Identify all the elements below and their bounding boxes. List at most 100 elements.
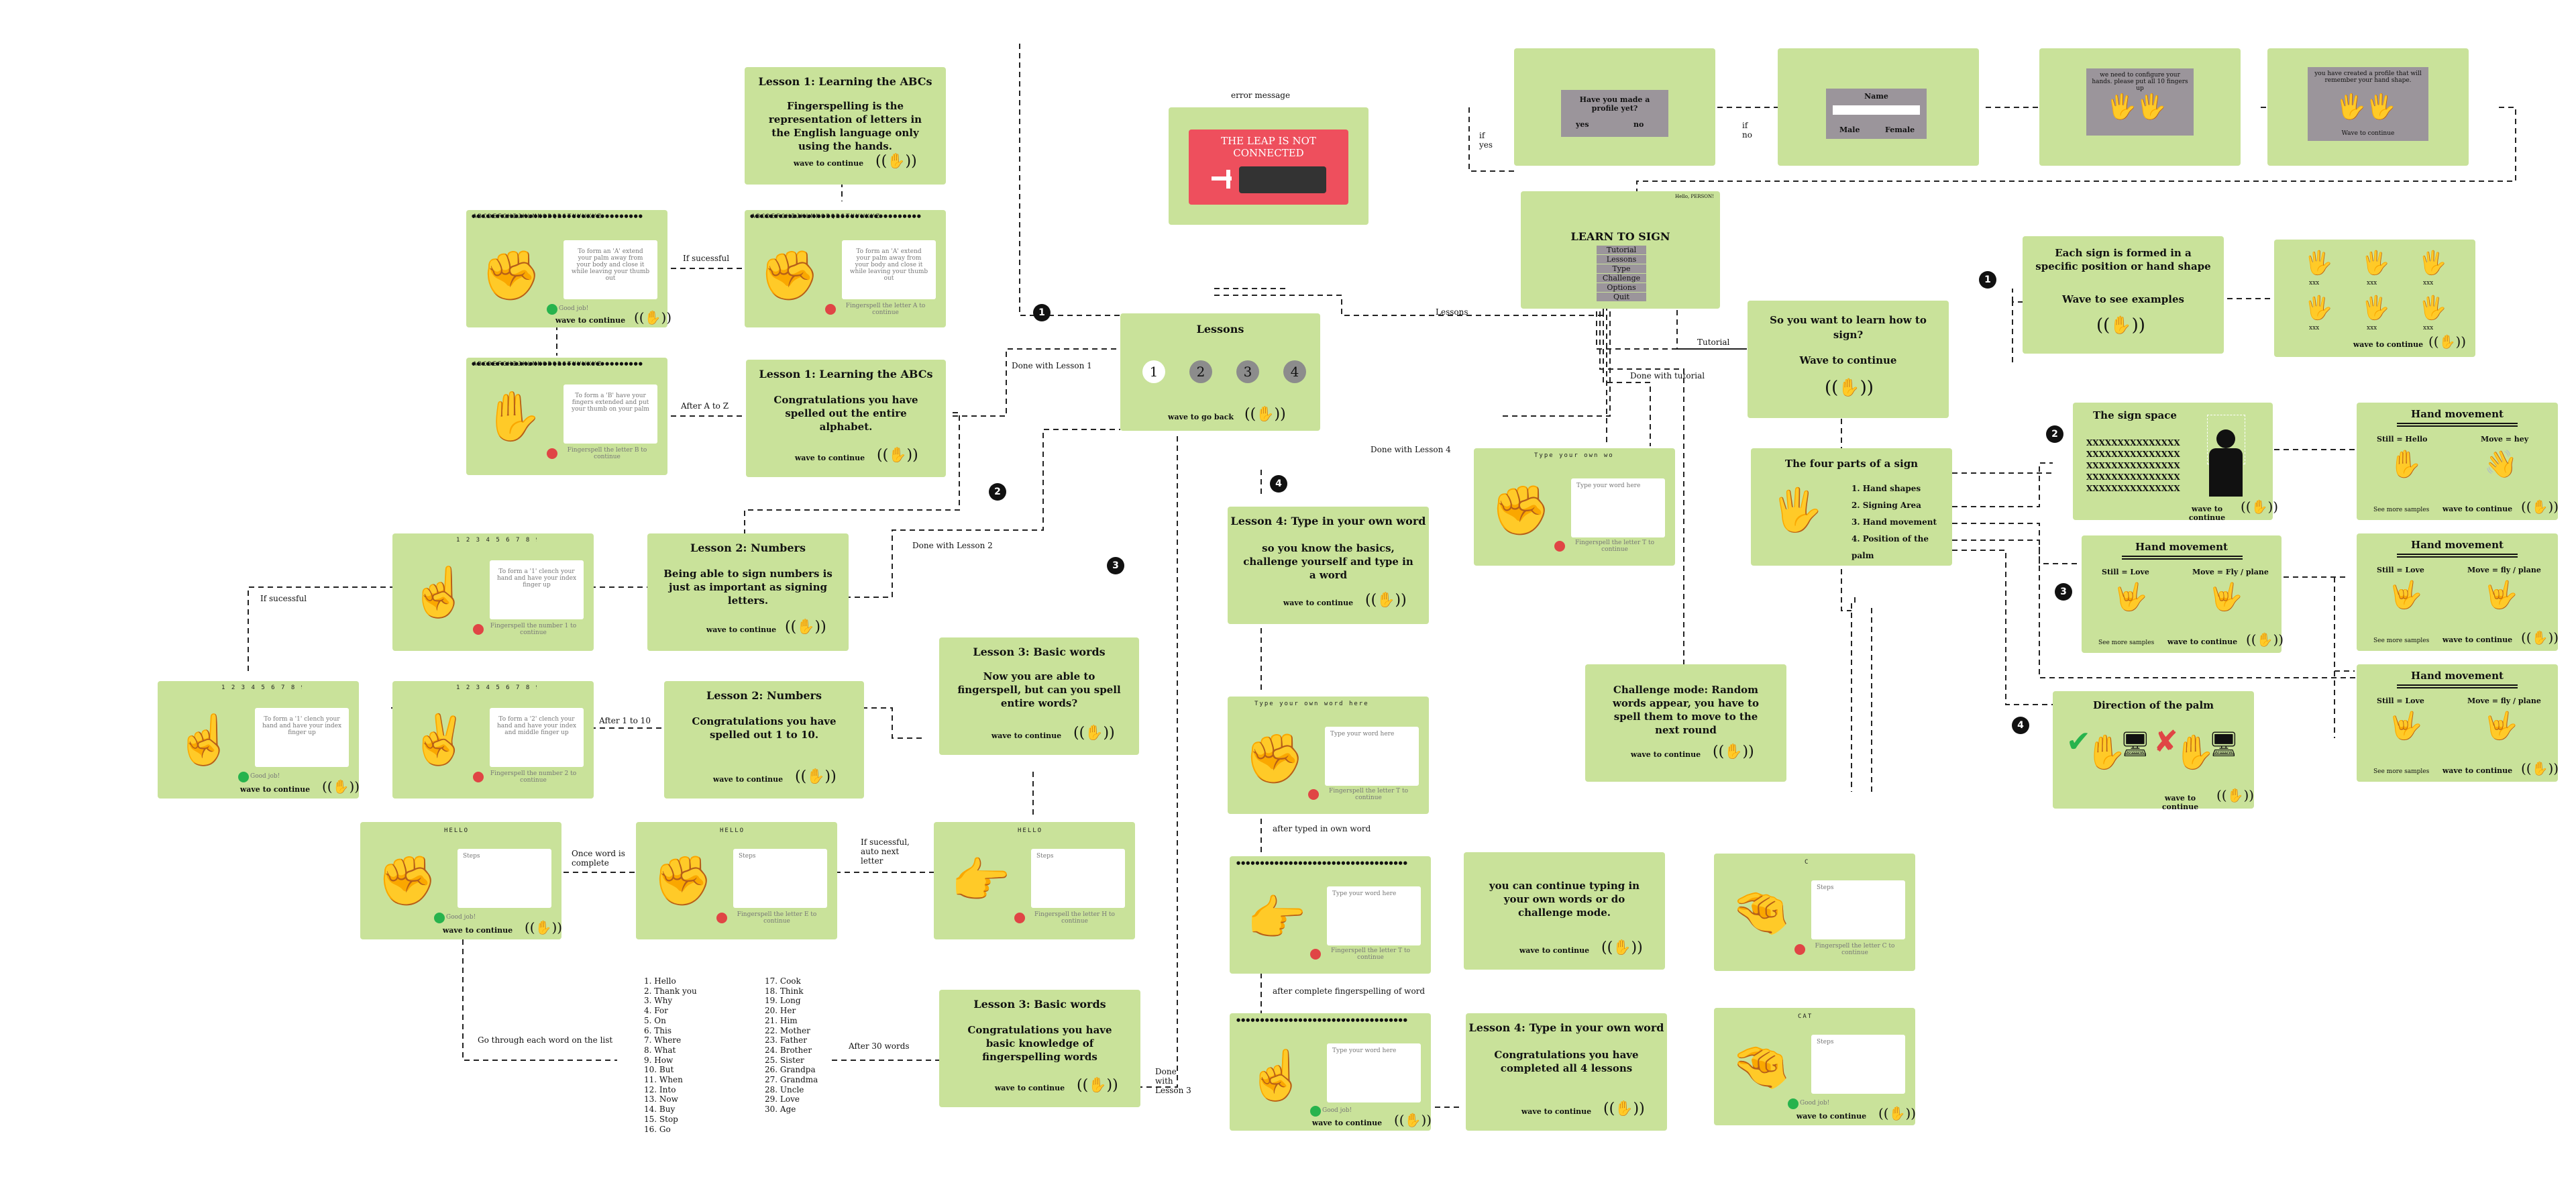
wave-hand-icon: ((✋)) <box>322 778 360 794</box>
card-practice-a: ABCDEFGHIJKLMNOPQRSTUVWXYZ ●●●●●●●●●●●●●… <box>745 210 946 327</box>
error-title: THE LEAP IS NOT CONNECTED <box>1221 135 1316 159</box>
card-body: Congratulations you have completed all 4… <box>1494 1049 1639 1074</box>
wave-prompt: wave to continue <box>712 775 784 784</box>
card-title: Lesson 1: Learning the ABCs <box>759 368 933 380</box>
love-sign-icon: 🤟 <box>2389 711 2422 741</box>
error-indicator <box>473 772 484 782</box>
example-hand-icon: 🖐 <box>2304 295 2333 321</box>
success-indicator <box>434 913 445 923</box>
good-job-text: Good job! <box>250 773 280 780</box>
wave-prompt: wave to continue <box>2161 794 2199 811</box>
wave-hand-icon: ((✋)) <box>2521 629 2559 646</box>
label-tutorial: Tutorial <box>1697 338 1730 347</box>
card-type-word-2: ●●●●●●●●●●●●●●●●●●●●●●●●●●●●●●●●●●●● 👉 T… <box>1230 856 1431 974</box>
error-indicator <box>1554 541 1565 552</box>
hand-h-icon: 👉 <box>951 852 1011 909</box>
error-panel: THE LEAP IS NOT CONNECTED <box>1189 130 1348 205</box>
wave-hand-icon: ((✋)) <box>1878 1105 1917 1121</box>
see-more-samples[interactable]: See more samples <box>2373 768 2430 775</box>
part-signing-area: 2. Signing Area <box>1851 501 1921 510</box>
hand-l-icon: ☝ <box>1246 1047 1307 1103</box>
see-more-samples[interactable]: See more samples <box>2098 639 2155 646</box>
card-main-menu: Hello, PERSON! LEARN TO SIGN Tutorial Le… <box>1521 191 1720 309</box>
number-strip: 1 2 3 4 5 6 7 8 9 10 <box>456 684 537 691</box>
menu-item-challenge[interactable]: Challenge <box>1597 274 1646 283</box>
type-input-panel[interactable]: Type your word here <box>1325 727 1419 786</box>
label-go-through-list: Go through each word on the list <box>478 1035 613 1045</box>
lesson-button-2[interactable]: 2 <box>1189 360 1212 383</box>
see-more-samples[interactable]: See more samples <box>2373 507 2430 513</box>
lesson-button-3[interactable]: 3 <box>1236 360 1259 383</box>
wave-prompt: wave to continue <box>994 1084 1065 1092</box>
instruction-text: To form an 'A' extend your palm away fro… <box>571 248 650 282</box>
menu-item-quit[interactable]: Quit <box>1597 293 1646 301</box>
wave-hand-icon: ((✋)) <box>2246 631 2284 648</box>
card-title: Lesson 3: Basic words <box>973 646 1106 658</box>
wave-prompt: wave to continue <box>793 159 864 168</box>
menu-item-options[interactable]: Options <box>1597 283 1646 292</box>
card-title: Hand movement <box>2135 541 2228 553</box>
dialog-panel: Have you made a profile yet? yes no <box>1561 90 1668 137</box>
hand-1-icon: ☝ <box>409 564 470 620</box>
instruction-panel: To form an 'A' extend your palm away fro… <box>564 240 657 299</box>
type-input-panel[interactable]: Type your word here <box>1571 478 1665 537</box>
palm-wrong-icon: ✋ <box>2174 733 2216 772</box>
card-lessons-menu: Lessons 1 2 3 4 wave to go back ((✋)) <box>1120 313 1320 431</box>
label-done-lesson3: Done with Lesson 3 <box>1155 1067 1191 1095</box>
part-hand-movement: 3. Hand movement <box>1851 517 1937 527</box>
menu-item-lessons[interactable]: Lessons <box>1597 255 1646 264</box>
type-input-panel[interactable]: Type your word here <box>1327 1043 1421 1102</box>
success-indicator <box>1310 1106 1321 1117</box>
still-label: Still = Love <box>2102 568 2149 576</box>
instruction-text: To form a '2' clench your hand and have … <box>496 716 577 736</box>
type-strip: Type your own word here <box>1534 452 1615 459</box>
badge-3-lesson3: 3 <box>1107 557 1124 574</box>
card-hand-movement-right-2: Hand movement Still = Love Move = fly / … <box>2357 533 2559 651</box>
wave-hand-icon: ((✋)) <box>1365 592 1407 609</box>
example-label: xxx <box>2423 325 2434 331</box>
label-done-lesson4: Done with Lesson 4 <box>1371 445 1451 454</box>
card-body: Congratulations you have spelled out 1 t… <box>692 715 837 741</box>
yes-button[interactable]: yes <box>1576 120 1589 129</box>
wave-hand-icon: ((✋)) <box>1603 1100 1645 1117</box>
wave-hand-icon: ((✋)) <box>2521 499 2559 515</box>
name-input[interactable] <box>1833 105 1920 115</box>
card-practice-a-success: ABCDEFGHIJKLMNOPQRSTUVWXYZ ●●●●●●●●●●●●●… <box>466 210 672 327</box>
lesson-button-1[interactable]: 1 <box>1142 360 1165 383</box>
lesson-button-4[interactable]: 4 <box>1283 360 1306 383</box>
alphabet-strip: ABCDEFGHIJKLMNOPQRSTUVWXYZ <box>751 213 881 220</box>
card-tutorial-intro: So you want to learn how to sign? Wave t… <box>1748 301 1949 418</box>
type-input-panel[interactable]: Type your word here <box>1327 886 1421 945</box>
no-button[interactable]: no <box>1633 120 1644 129</box>
see-more-samples[interactable]: See more samples <box>2373 637 2430 644</box>
menu-item-type[interactable]: Type <box>1597 264 1646 273</box>
label-done-lesson2: Done with Lesson 2 <box>912 541 993 550</box>
two-hands-icon: 🖐🖐 <box>2336 93 2396 121</box>
progress-dots: ●●●●●●●●●●●●●●●●●●●●●●●●●●●●●●●●●●●● <box>472 213 643 219</box>
title-underline <box>2397 554 2518 558</box>
female-option[interactable]: Female <box>1885 125 1915 134</box>
card-profile-done: you have created a profile that will rem… <box>2267 48 2469 166</box>
card-body: Being able to sign numbers is just as im… <box>663 568 833 607</box>
wave-hand-icon: ((✋)) <box>2216 787 2255 803</box>
card-configure-hands: we need to configure your hands. please … <box>2039 48 2241 166</box>
menu-item-tutorial[interactable]: Tutorial <box>1597 246 1646 254</box>
title-underline <box>2122 556 2243 560</box>
card-type-practice: Type your own word here ✊ Type your word… <box>1474 448 1675 566</box>
wave-prompt: wave to continue <box>706 625 777 634</box>
card-lesson4-intro: Lesson 4: Type in your own word so you k… <box>1228 507 1429 624</box>
card-title: Lesson 2: Numbers <box>690 542 806 554</box>
wave-prompt: Wave to continue <box>2341 130 2395 137</box>
wave-prompt: wave to continue <box>2442 766 2513 775</box>
fingerspell-hint: Fingerspell the letter E to continue <box>737 911 817 925</box>
fingerspell-hint: Fingerspell the letter T to continue <box>1330 947 1411 961</box>
male-option[interactable]: Male <box>1839 125 1860 134</box>
label-lessons: Lessons <box>1436 307 1468 317</box>
card-practice-1-success: 1 2 3 4 5 6 7 8 9 10 ☝ To form a '1' cle… <box>158 681 360 799</box>
card-lesson3-done: Lesson 3: Basic words Congratulations yo… <box>939 990 1140 1107</box>
instruction-panel: To form a '2' clench your hand and have … <box>490 708 584 767</box>
wave-prompt: wave to continue <box>2442 505 2513 513</box>
